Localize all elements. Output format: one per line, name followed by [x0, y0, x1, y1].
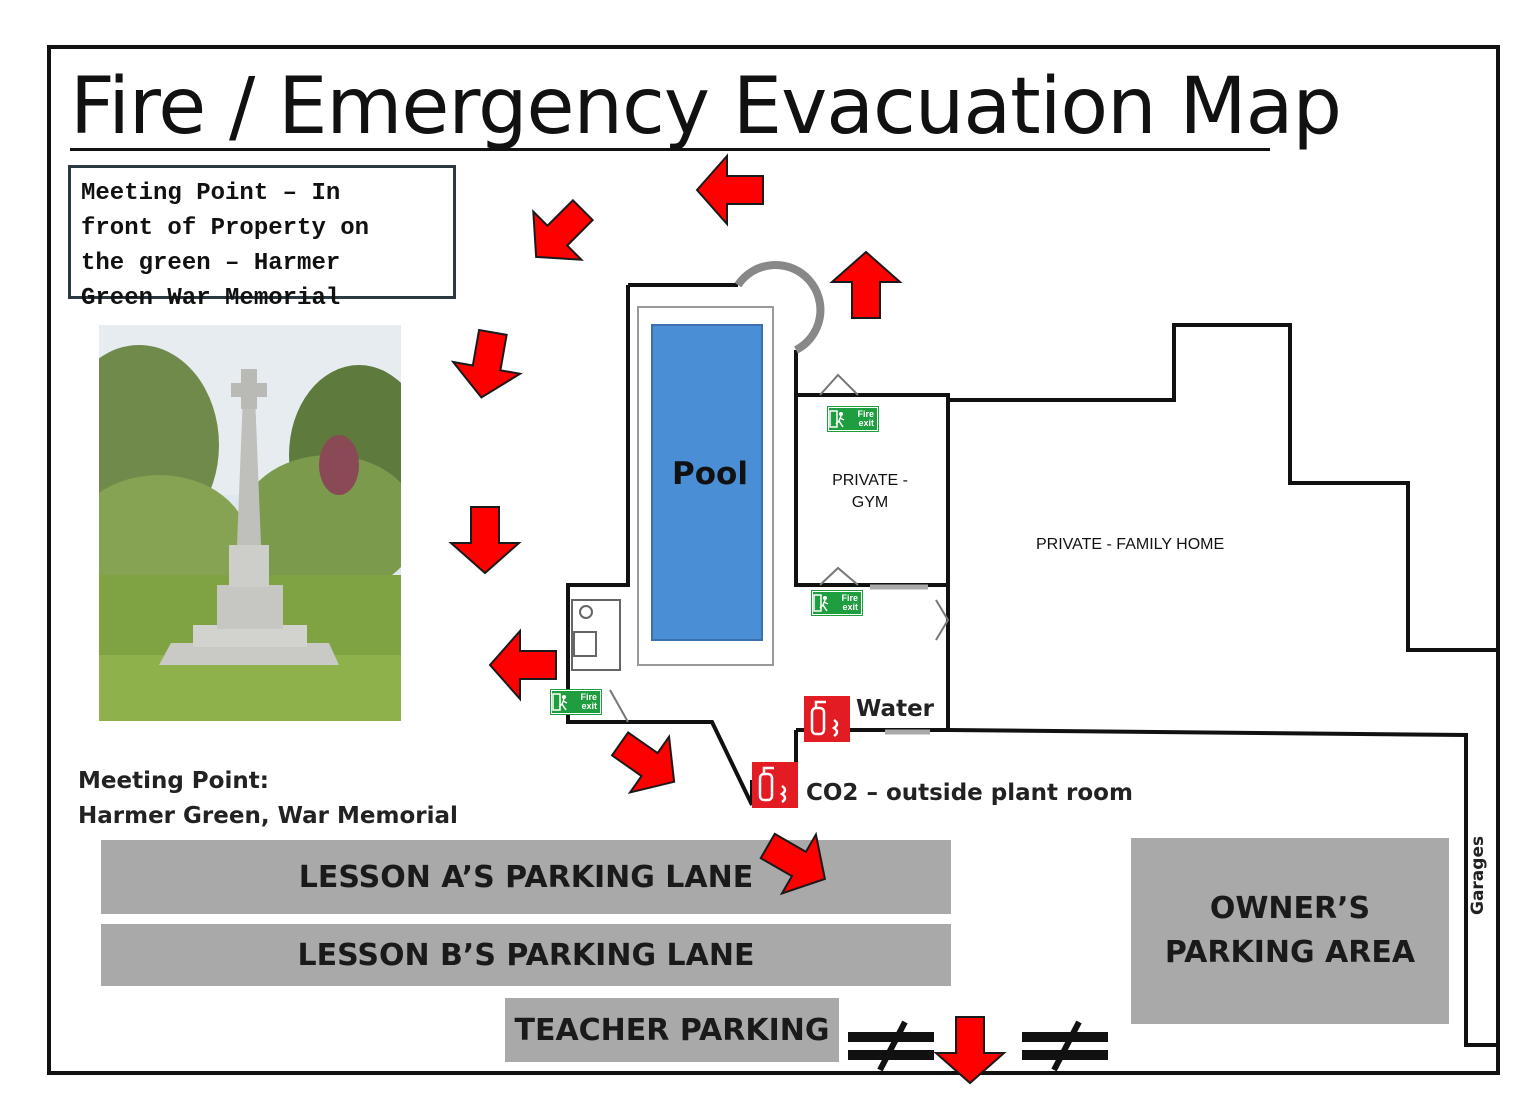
fire-exit-text: Fire exit	[841, 593, 858, 612]
war-memorial-photo	[99, 325, 401, 721]
water-extinguisher-label: Water	[856, 696, 935, 722]
pool-label: Pool	[672, 456, 748, 492]
no-entry-gate-icon	[1022, 1020, 1108, 1072]
co2-extinguisher-label: CO2 – outside plant room	[806, 780, 1133, 806]
fire-extinguisher-icon	[752, 762, 798, 808]
evacuation-arrow-icon	[599, 715, 695, 811]
map-border	[47, 45, 1500, 1075]
fire-exit-text: Fire exit	[580, 692, 597, 711]
evacuation-arrow-icon	[831, 251, 901, 319]
evacuation-arrow-icon	[749, 815, 843, 910]
fire-exit-sign-icon: Fire exit	[827, 406, 879, 432]
evacuation-arrow-icon	[696, 155, 764, 225]
evacuation-arrow-icon	[446, 325, 528, 405]
round-room-wall	[734, 260, 825, 354]
title-underline	[70, 148, 1270, 151]
no-entry-gate-icon	[848, 1020, 934, 1072]
meeting-point-box: Meeting Point – In front of Property on …	[68, 165, 456, 312]
meeting-point-caption: Meeting Point: Harmer Green, War Memoria…	[78, 768, 458, 829]
door-swings	[609, 373, 950, 723]
fire-exit-sign-icon: Fire exit	[550, 689, 602, 715]
gym-label: PRIVATE - GYM	[832, 472, 908, 511]
evacuation-arrow-icon	[935, 1016, 1005, 1084]
evacuation-arrow-icon	[489, 630, 557, 700]
evacuation-arrow-icon	[511, 185, 608, 282]
fire-exit-text: Fire exit	[857, 409, 874, 428]
fire-extinguisher-icon	[804, 696, 850, 742]
teacher-parking: TEACHER PARKING	[505, 998, 839, 1062]
fire-exit-sign-icon: Fire exit	[811, 590, 863, 616]
owner-parking-area: OWNER’S PARKING AREA	[1131, 838, 1449, 1024]
page-title: Fire / Emergency Evacuation Map	[70, 62, 1342, 152]
pool-water	[651, 324, 763, 641]
family-home-label: PRIVATE - FAMILY HOME	[1036, 536, 1225, 553]
washroom	[571, 599, 621, 671]
evacuation-arrow-icon	[450, 506, 520, 574]
lesson-b-parking-lane: LESSON B’S PARKING LANE	[101, 924, 951, 986]
